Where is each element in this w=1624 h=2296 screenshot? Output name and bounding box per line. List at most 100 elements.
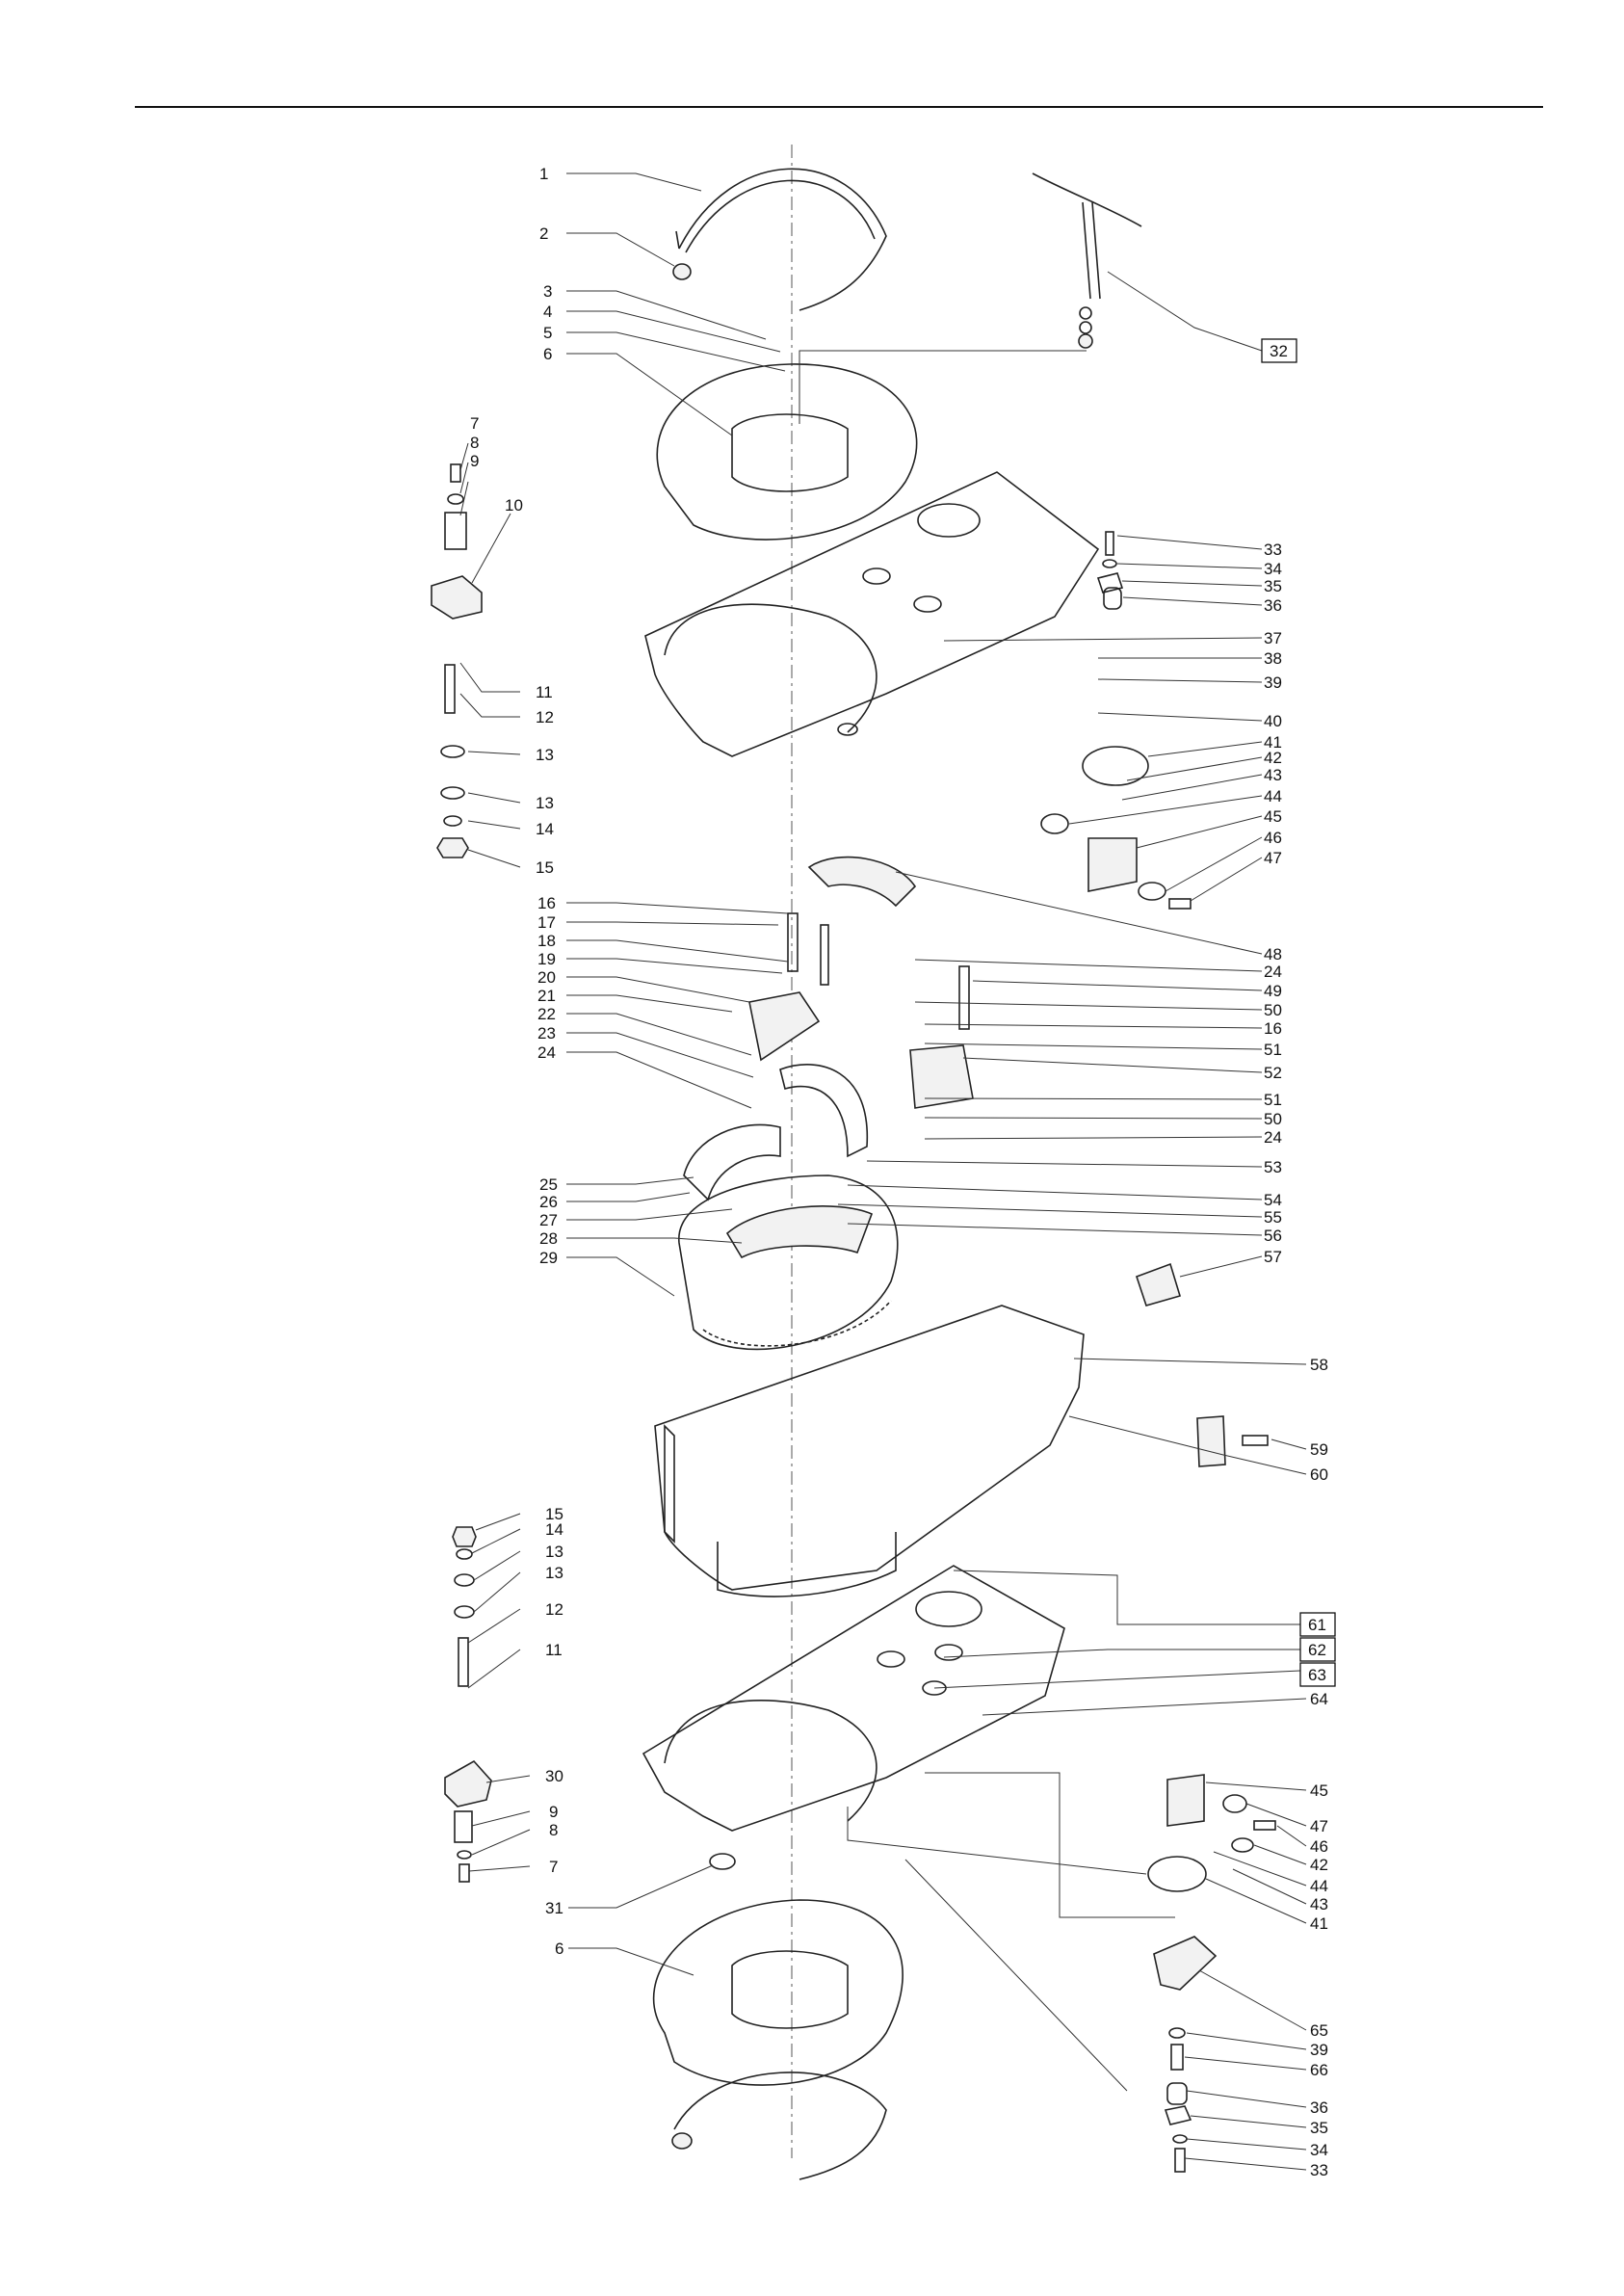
callout-21: 21 bbox=[537, 987, 556, 1005]
callout-33b: 33 bbox=[1310, 2161, 1328, 2179]
callout-63: 63 bbox=[1308, 1666, 1326, 1684]
callout-51b: 51 bbox=[1264, 1091, 1282, 1109]
callout-20: 20 bbox=[537, 968, 556, 987]
callout-49: 49 bbox=[1264, 982, 1282, 1000]
callout-55: 55 bbox=[1264, 1208, 1282, 1227]
callout-16b: 16 bbox=[1264, 1019, 1282, 1038]
callout-64: 64 bbox=[1310, 1690, 1328, 1708]
callout-35b: 35 bbox=[1310, 2119, 1328, 2137]
callout-26: 26 bbox=[539, 1193, 558, 1211]
upper-chassis-plate-shape bbox=[645, 472, 1098, 756]
gear-ring-shape bbox=[679, 1175, 898, 1349]
callout-33a: 33 bbox=[1264, 541, 1282, 559]
callout-15a: 15 bbox=[536, 858, 554, 877]
callout-58: 58 bbox=[1310, 1356, 1328, 1374]
callout-35a: 35 bbox=[1264, 577, 1282, 595]
callout-47a: 47 bbox=[1264, 849, 1282, 867]
callout-24a: 24 bbox=[537, 1043, 556, 1062]
callout-65: 65 bbox=[1310, 2021, 1328, 2040]
callout-13a: 13 bbox=[536, 746, 554, 764]
callout-4: 4 bbox=[543, 303, 552, 321]
callout-56: 56 bbox=[1264, 1227, 1282, 1245]
callout-46b: 46 bbox=[1310, 1837, 1328, 1856]
housing-tray-shape bbox=[655, 1306, 1084, 1590]
part-shapes bbox=[432, 169, 1275, 2179]
callout-39a: 39 bbox=[1264, 673, 1282, 692]
callout-6b: 6 bbox=[555, 1940, 563, 1958]
callout-25: 25 bbox=[539, 1175, 558, 1194]
callout-59: 59 bbox=[1310, 1440, 1328, 1459]
callout-10: 10 bbox=[505, 496, 523, 515]
callout-18: 18 bbox=[537, 932, 556, 950]
callout-36b: 36 bbox=[1310, 2098, 1328, 2117]
callout-6: 6 bbox=[543, 345, 552, 363]
callout-61: 61 bbox=[1308, 1616, 1326, 1634]
callout-12b: 12 bbox=[545, 1600, 563, 1619]
callout-31: 31 bbox=[545, 1899, 563, 1917]
callout-57: 57 bbox=[1264, 1248, 1282, 1266]
callout-22: 22 bbox=[537, 1005, 556, 1023]
callout-53: 53 bbox=[1264, 1158, 1282, 1176]
bottom-band-shape bbox=[674, 2072, 886, 2179]
callout-7: 7 bbox=[470, 414, 479, 433]
leader-lines bbox=[460, 173, 1306, 2170]
upper-cover-shape bbox=[657, 364, 916, 540]
callout-23: 23 bbox=[537, 1024, 556, 1042]
callout-14a: 14 bbox=[536, 820, 554, 838]
callout-8: 8 bbox=[470, 434, 479, 452]
callout-36a: 36 bbox=[1264, 596, 1282, 615]
callout-14b: 14 bbox=[545, 1520, 563, 1539]
brake-shoe-shape bbox=[809, 858, 915, 906]
callout-9: 9 bbox=[470, 452, 479, 470]
callout-32: 32 bbox=[1270, 342, 1288, 360]
callout-41b: 41 bbox=[1310, 1914, 1328, 1933]
callout-42b: 42 bbox=[1310, 1856, 1328, 1874]
callout-27: 27 bbox=[539, 1211, 558, 1229]
callout-30: 30 bbox=[545, 1767, 563, 1785]
callout-28: 28 bbox=[539, 1229, 558, 1248]
callout-13d: 13 bbox=[545, 1564, 563, 1582]
callout-2: 2 bbox=[539, 224, 548, 243]
callout-44b: 44 bbox=[1310, 1877, 1328, 1895]
callout-43b: 43 bbox=[1310, 1895, 1328, 1913]
callout-8b: 8 bbox=[549, 1821, 558, 1839]
callout-11a: 11 bbox=[536, 683, 553, 701]
callout-42a: 42 bbox=[1264, 749, 1282, 767]
callout-38: 38 bbox=[1264, 649, 1282, 668]
callout-52: 52 bbox=[1264, 1064, 1282, 1082]
callout-24b: 24 bbox=[1264, 963, 1282, 981]
callout-29: 29 bbox=[539, 1249, 558, 1267]
bracket-shape bbox=[432, 576, 482, 619]
callout-13c: 13 bbox=[545, 1543, 563, 1561]
callout-11b: 11 bbox=[545, 1641, 563, 1659]
callout-37: 37 bbox=[1264, 629, 1282, 647]
lower-chassis-plate-shape bbox=[643, 1566, 1064, 1831]
callout-45b: 45 bbox=[1310, 1781, 1328, 1800]
callout-39b: 39 bbox=[1310, 2041, 1328, 2059]
callout-40: 40 bbox=[1264, 712, 1282, 730]
lower-cover-shape bbox=[654, 1900, 904, 2085]
callout-34b: 34 bbox=[1310, 2141, 1328, 2159]
callout-47b: 47 bbox=[1310, 1817, 1328, 1835]
callout-45a: 45 bbox=[1264, 807, 1282, 826]
callout-50b: 50 bbox=[1264, 1110, 1282, 1128]
callout-43a: 43 bbox=[1264, 766, 1282, 784]
callout-17: 17 bbox=[537, 913, 556, 932]
callout-51a: 51 bbox=[1264, 1041, 1282, 1059]
callout-50a: 50 bbox=[1264, 1001, 1282, 1019]
callout-60: 60 bbox=[1310, 1465, 1328, 1484]
callout-12a: 12 bbox=[536, 708, 554, 726]
callout-34a: 34 bbox=[1264, 560, 1282, 578]
lever-shape bbox=[1033, 173, 1141, 226]
callout-3: 3 bbox=[543, 282, 552, 301]
callout-1: 1 bbox=[539, 165, 548, 183]
callout-66: 66 bbox=[1310, 2061, 1328, 2079]
top-band-shape bbox=[679, 169, 886, 310]
brake-plate-shape bbox=[727, 1206, 872, 1257]
callout-19: 19 bbox=[537, 950, 556, 968]
callout-44a: 44 bbox=[1264, 787, 1282, 805]
callout-24c: 24 bbox=[1264, 1128, 1282, 1147]
callout-62: 62 bbox=[1308, 1641, 1326, 1659]
callout-9b: 9 bbox=[549, 1803, 558, 1821]
